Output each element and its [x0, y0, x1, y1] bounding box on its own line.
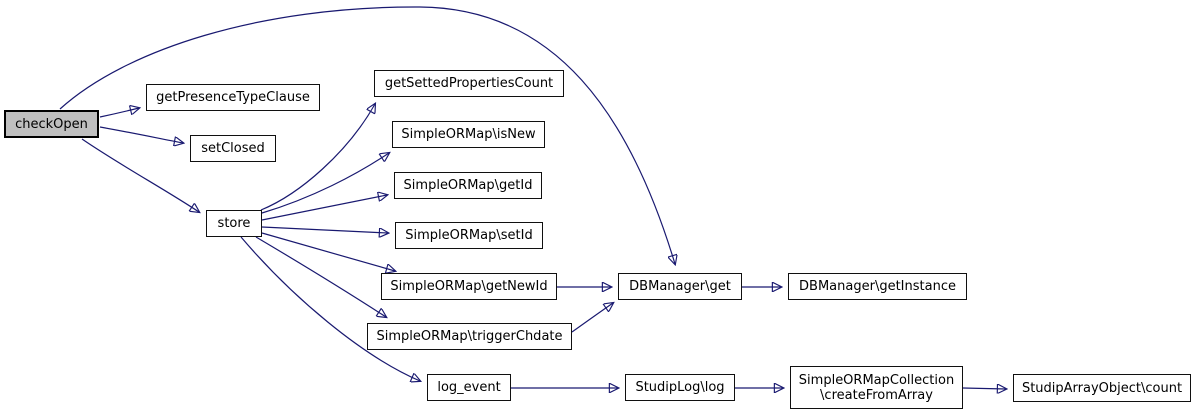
node-simpleormap-getid[interactable]: SimpleORMap\getId [394, 172, 542, 199]
edge-triggerchdate-to-dbmanager-get [571, 303, 613, 333]
edge-store-to-getsettedpropertiescount [260, 104, 375, 211]
edge-checkopen-to-store [81, 138, 199, 212]
node-simpleormap-isnew[interactable]: SimpleORMap\isNew [392, 121, 545, 148]
edge-checkopen-to-dbmanager-get [59, 6, 675, 264]
node-simpleormap-getnewid[interactable]: SimpleORMap\getNewId [381, 273, 557, 300]
node-simpleormap-triggerchdate[interactable]: SimpleORMap\triggerChdate [367, 323, 572, 350]
node-dbmanager-getinstance[interactable]: DBManager\getInstance [788, 273, 967, 300]
edge-checkopen-to-setclosed [99, 126, 183, 143]
edge-store-to-isnew [261, 153, 389, 214]
edge-store-to-getid [261, 195, 387, 221]
node-simpleormap-setid[interactable]: SimpleORMap\setId [395, 222, 543, 249]
node-store[interactable]: store [206, 210, 262, 237]
edge-store-to-setid [261, 226, 388, 233]
edge-checkopen-to-getpresencetypeclause [99, 108, 139, 118]
edge-store-to-getnewid [261, 232, 395, 271]
node-setclosed[interactable]: setClosed [190, 135, 276, 162]
node-studiparrayobject-count[interactable]: StudipArrayObject\count [1013, 374, 1191, 402]
node-dbmanager-get[interactable]: DBManager\get [618, 273, 742, 300]
node-studiplog-log[interactable]: StudipLog\log [625, 374, 735, 401]
edge-store-to-triggerchdate [255, 236, 386, 317]
node-getpresencetypeclause[interactable]: getPresenceTypeClause [146, 84, 320, 111]
node-getsettedpropertiescount[interactable]: getSettedPropertiesCount [374, 70, 564, 97]
node-log-event[interactable]: log_event [427, 374, 511, 401]
edge-createfromarray-to-count [962, 388, 1006, 389]
node-simpleormapcollection-createfromarray[interactable]: SimpleORMapCollection \createFromArray [790, 366, 963, 409]
edge-store-to-logevent [240, 236, 420, 381]
node-checkopen[interactable]: checkOpen [4, 110, 99, 138]
